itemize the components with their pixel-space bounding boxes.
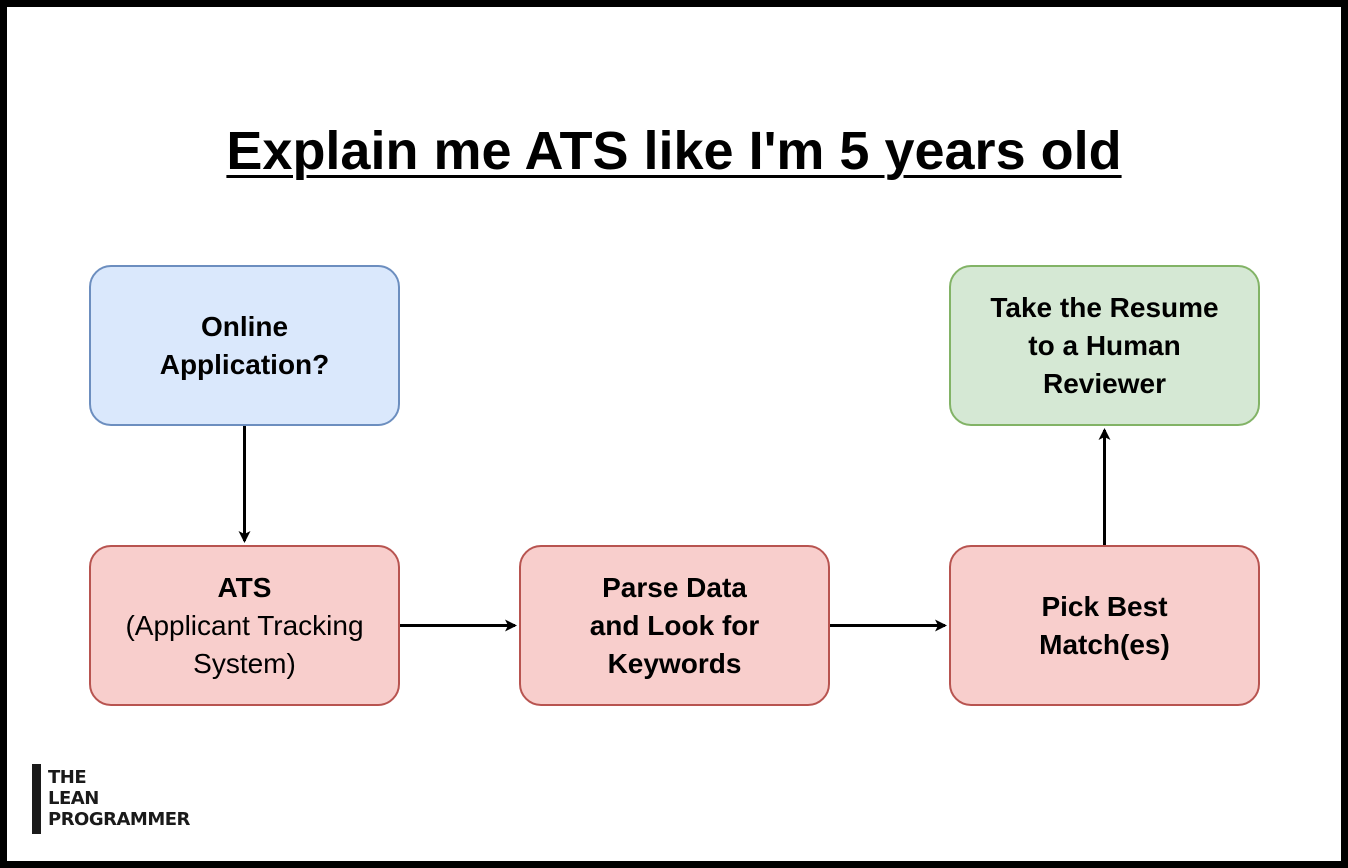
- node-text: Application?: [159, 348, 330, 380]
- node-text: and Look for: [589, 609, 760, 641]
- node-text: Reviewer: [1043, 367, 1166, 399]
- node-text: (Applicant Tracking: [125, 609, 364, 641]
- logo-text: THE LEAN PROGRAMMER: [48, 767, 190, 830]
- lean-programmer-logo: THE LEAN PROGRAMMER: [32, 764, 212, 834]
- node-text: Match(es): [1039, 628, 1170, 660]
- logo-line: PROGRAMMER: [48, 809, 190, 830]
- node-text: Take the Resume: [990, 291, 1219, 323]
- node-human-reviewer: Take the Resume to a Human Reviewer: [949, 265, 1260, 426]
- node-text: Keywords: [607, 647, 742, 679]
- logo-line: THE: [48, 767, 87, 788]
- node-text: to a Human: [1028, 329, 1181, 361]
- node-pick-best-match: Pick Best Match(es): [949, 545, 1260, 706]
- node-text: Parse Data: [602, 571, 747, 603]
- node-heading: ATS: [217, 571, 272, 603]
- node-ats: ATS (Applicant Tracking System): [89, 545, 400, 706]
- node-parse-data: Parse Data and Look for Keywords: [519, 545, 830, 706]
- page-title: Explain me ATS like I'm 5 years old: [226, 121, 1122, 181]
- node-text: System): [193, 647, 296, 679]
- node-text: Online: [200, 310, 289, 342]
- logo-bar: [32, 764, 41, 834]
- logo-line: LEAN: [48, 788, 99, 809]
- node-online-application: Online Application?: [89, 265, 400, 426]
- node-text: Pick Best: [1041, 590, 1168, 622]
- flow-arrows: [238, 426, 1111, 632]
